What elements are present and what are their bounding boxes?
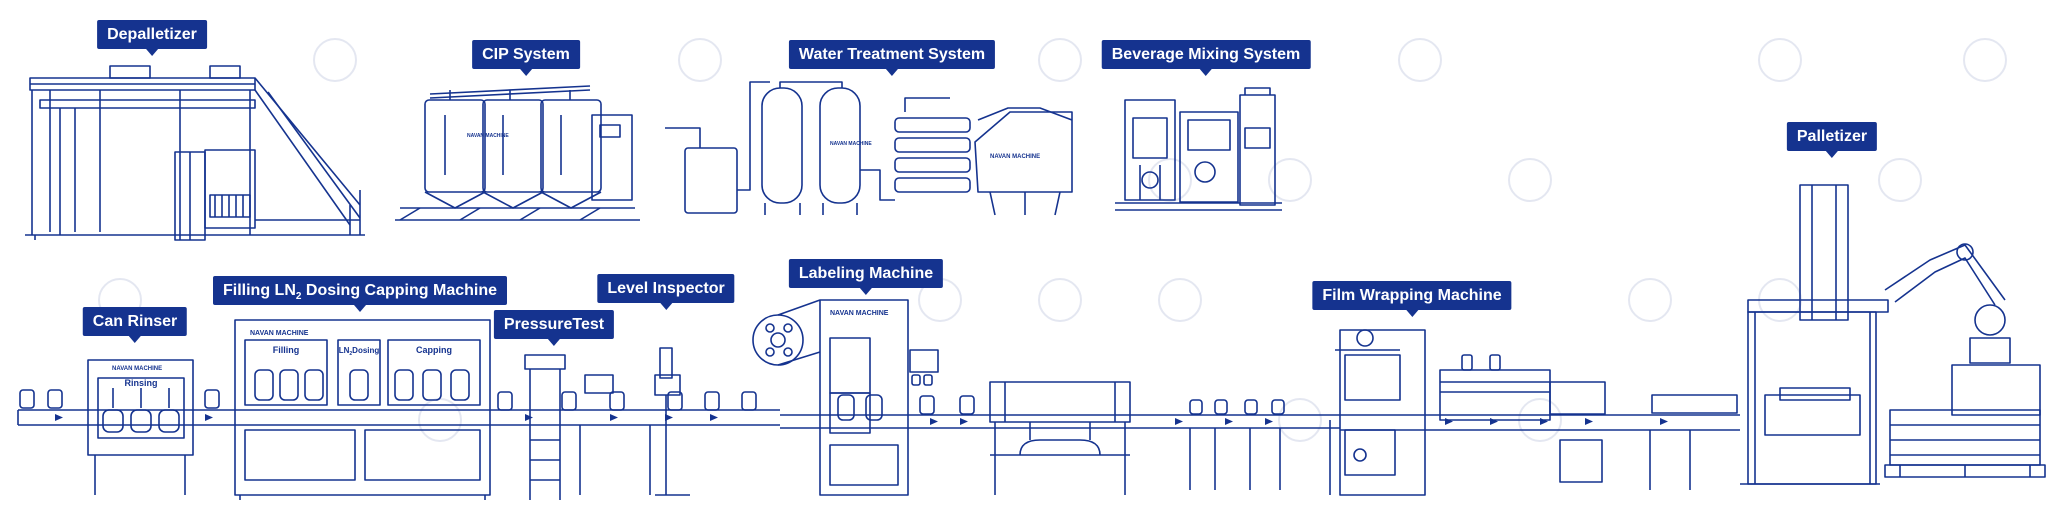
water-drawing bbox=[665, 81, 1073, 216]
nw-logo-icon bbox=[1148, 158, 1192, 202]
brand-tag-water: NAVAN MACHINE bbox=[990, 154, 1040, 160]
filling-drawing bbox=[234, 319, 491, 500]
label-pressure-test: PressureTest bbox=[493, 310, 615, 346]
nw-logo-icon bbox=[1508, 158, 1552, 202]
label-film-wrapping: Film Wrapping Machine bbox=[1312, 281, 1512, 317]
shrink-tunnel-drawing bbox=[989, 381, 1131, 495]
level-inspector-drawing bbox=[654, 347, 681, 495]
panel-rinsing: Rinsing bbox=[125, 378, 158, 388]
nw-logo-icon bbox=[1758, 38, 1802, 82]
nw-logo-icon bbox=[1038, 278, 1082, 322]
brand-tag-cip: NAVAN MACHINE bbox=[467, 133, 509, 139]
label-filling-machine: Filling LN2 Dosing Capping Machine bbox=[213, 276, 507, 312]
pressure-test-drawing bbox=[524, 354, 614, 500]
nw-logo-icon bbox=[1038, 38, 1082, 82]
panel-filling: Filling bbox=[273, 345, 300, 355]
palletizer-drawing bbox=[1651, 184, 2046, 485]
nw-logo-icon bbox=[1963, 38, 2007, 82]
watermark-pattern bbox=[98, 38, 2007, 442]
nw-logo-icon bbox=[1158, 278, 1202, 322]
label-can-rinser: Can Rinser bbox=[82, 307, 188, 343]
brand-tag-labeling: NAVAN MACHINE bbox=[830, 310, 889, 317]
label-labeling-machine: Labeling Machine bbox=[788, 259, 944, 295]
nw-logo-icon bbox=[1278, 398, 1322, 442]
nw-logo-icon bbox=[678, 38, 722, 82]
labeling-drawing bbox=[752, 299, 939, 496]
nw-logo-icon bbox=[1268, 158, 1312, 202]
label-depalletizer: Depalletizer bbox=[97, 20, 207, 56]
label-palletizer: Palletizer bbox=[1786, 122, 1878, 158]
nw-logo-icon bbox=[313, 38, 357, 82]
brand-tag-water-tank: NAVAN MACHINE bbox=[830, 141, 872, 147]
label-water-treatment: Water Treatment System bbox=[788, 40, 996, 76]
brand-tag-filling: NAVAN MACHINE bbox=[250, 330, 309, 337]
nw-logo-icon bbox=[1878, 158, 1922, 202]
cans bbox=[19, 389, 1285, 415]
label-beverage-mixing: Beverage Mixing System bbox=[1101, 40, 1311, 76]
depalletizer-drawing bbox=[25, 65, 365, 241]
panel-ln2-dosing: LN2Dosing bbox=[339, 346, 380, 357]
nw-logo-icon bbox=[1398, 38, 1442, 82]
rinser-drawing bbox=[87, 359, 194, 495]
beverage-drawing bbox=[1115, 87, 1282, 211]
brand-tag-rinser: NAVAN MACHINE bbox=[112, 366, 162, 372]
panel-capping: Capping bbox=[416, 345, 452, 355]
film-wrapping-drawing bbox=[1329, 329, 1606, 496]
nw-logo-icon bbox=[1628, 278, 1672, 322]
main-conveyor bbox=[17, 409, 1740, 496]
label-cip-system: CIP System bbox=[472, 40, 580, 76]
label-level-inspector: Level Inspector bbox=[597, 274, 735, 310]
cip-drawing bbox=[395, 85, 640, 221]
